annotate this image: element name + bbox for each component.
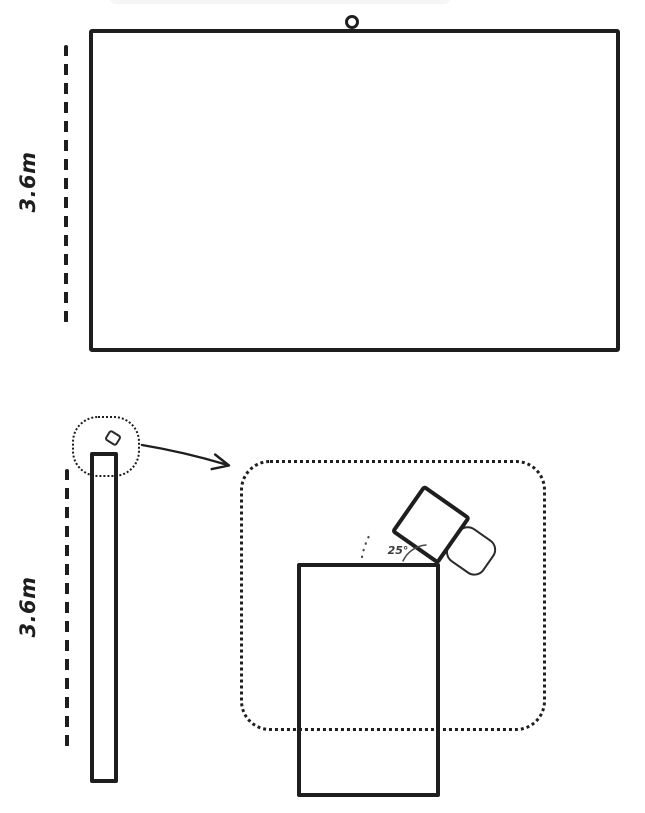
mount-ring-icon [345,15,359,29]
tilt-angle-label: 25° [387,544,409,557]
detail-screen-edge-rect [297,563,440,797]
side-height-label: 3.6m [16,576,40,638]
front-height-label: 3.6m [16,151,40,213]
callout-arrow-head-icon [210,453,231,471]
side-view-screen-rect [90,452,118,783]
front-height-dimension-line [64,45,68,323]
side-height-dimension-line [65,469,69,747]
detail-boundary-dotted [240,460,546,731]
cropped-top-remnant [108,0,452,4]
detail-callout-ring [72,416,140,477]
callout-arrow-line [140,443,228,466]
front-view-screen-rect [89,29,620,352]
